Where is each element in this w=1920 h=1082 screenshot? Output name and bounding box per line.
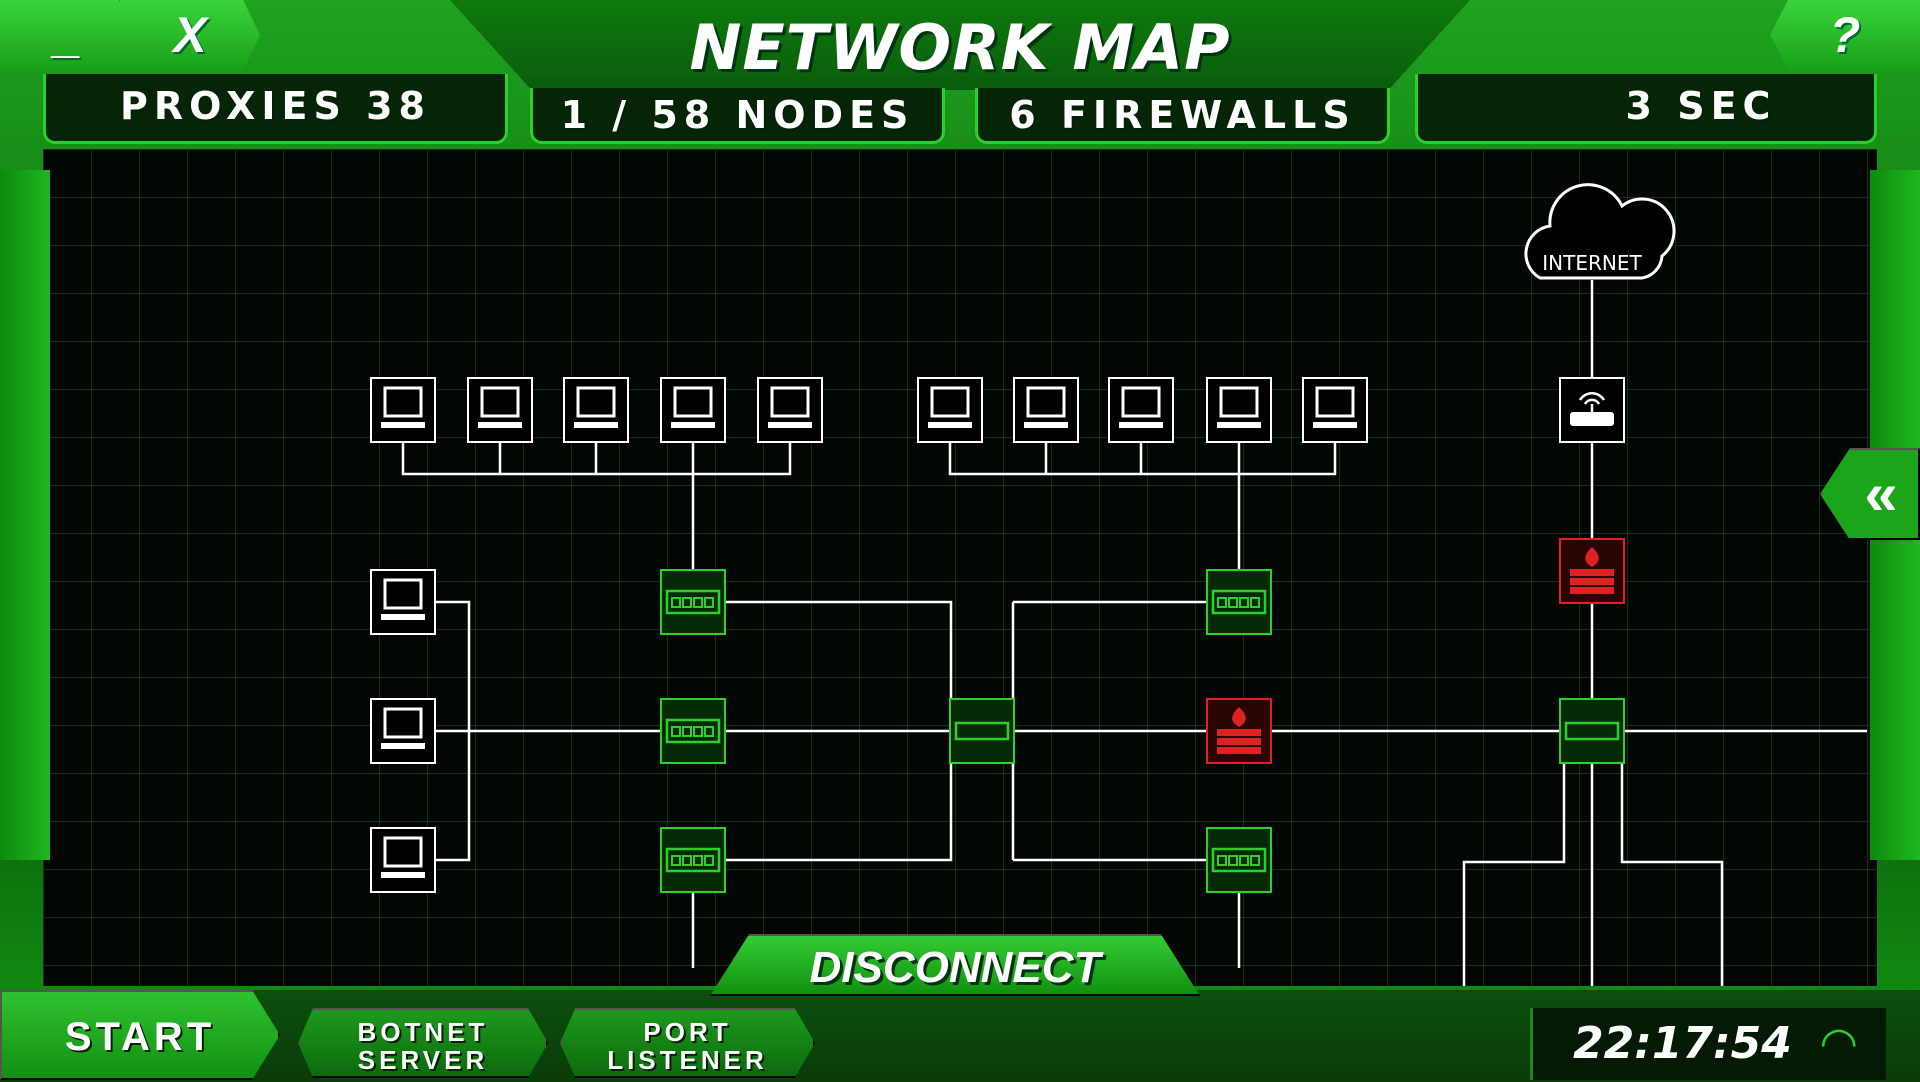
botnet-label-1: BOTNET (357, 1017, 489, 1047)
computer-icon (770, 386, 810, 418)
switch-node[interactable] (660, 827, 726, 893)
firewall-icon (1570, 587, 1614, 594)
computer-node[interactable] (917, 377, 983, 443)
left-side-panel (0, 170, 50, 860)
firewall-icon (1217, 747, 1261, 754)
timer-stat: 3 SEC (1415, 74, 1877, 144)
computer-icon (1026, 386, 1066, 418)
connection-lines (401, 280, 1867, 986)
switch-node[interactable] (660, 698, 726, 764)
proxies-stat: PROXIES 38 (43, 74, 508, 144)
computer-node[interactable] (1108, 377, 1174, 443)
computer-node[interactable] (757, 377, 823, 443)
firewall-node[interactable] (1206, 698, 1272, 764)
firewall-icon (1217, 738, 1261, 745)
internet-cloud[interactable]: INTERNET (1524, 183, 1676, 280)
router-icon (1564, 721, 1620, 741)
router-node[interactable] (1559, 698, 1625, 764)
start-button[interactable]: START (0, 990, 280, 1080)
wifi-icon: ◠ (1821, 1018, 1856, 1069)
router-icon (954, 721, 1010, 741)
computer-icon (576, 386, 616, 418)
page-title: NETWORK MAP (450, 0, 1470, 90)
computer-icon (383, 578, 423, 610)
computer-node[interactable] (1206, 377, 1272, 443)
collapse-panel-button[interactable]: « (1820, 448, 1920, 540)
computer-node[interactable] (467, 377, 533, 443)
computer-icon (930, 386, 970, 418)
computer-node[interactable] (1013, 377, 1079, 443)
port-label-1: PORT (643, 1017, 732, 1047)
switch-node[interactable] (660, 569, 726, 635)
switch-icon (665, 589, 721, 615)
close-button[interactable]: X (120, 0, 260, 70)
switch-node[interactable] (1206, 569, 1272, 635)
switch-icon (665, 718, 721, 744)
computer-node[interactable] (370, 377, 436, 443)
wifi-router-node[interactable] (1559, 377, 1625, 443)
computer-icon (1121, 386, 1161, 418)
computer-node[interactable] (1302, 377, 1368, 443)
nodes-stat: 1 / 58 NODES (530, 88, 945, 144)
firewall-icon (1570, 569, 1614, 576)
help-button[interactable]: ? (1770, 0, 1920, 70)
firewall-icon (1217, 729, 1261, 736)
router-node[interactable] (949, 698, 1015, 764)
computer-icon (383, 386, 423, 418)
computer-icon (1219, 386, 1259, 418)
computer-icon (383, 836, 423, 868)
computer-node[interactable] (660, 377, 726, 443)
computer-node[interactable] (370, 569, 436, 635)
computer-icon (1315, 386, 1355, 418)
switch-icon (1211, 589, 1267, 615)
firewalls-stat: 6 FIREWALLS (975, 88, 1390, 144)
switch-icon (1211, 847, 1267, 873)
firewall-node[interactable] (1559, 538, 1625, 604)
disconnect-button[interactable]: DISCONNECT (710, 934, 1200, 996)
computer-node[interactable] (370, 827, 436, 893)
switch-node[interactable] (1206, 827, 1272, 893)
computer-icon (480, 386, 520, 418)
botnet-label-2: SERVER (357, 1045, 489, 1075)
switch-icon (665, 847, 721, 873)
port-label-2: LISTENER (607, 1045, 768, 1075)
clock-time: 22:17:54 (1573, 1018, 1792, 1069)
firewall-icon (1570, 578, 1614, 585)
minimize-button[interactable]: _ (0, 0, 135, 70)
computer-icon (383, 707, 423, 739)
computer-icon (673, 386, 713, 418)
internet-label: INTERNET (1542, 251, 1642, 275)
computer-node[interactable] (370, 698, 436, 764)
wifi-router-icon (1570, 412, 1614, 426)
clock: 22:17:54 ◠ (1530, 1008, 1886, 1080)
computer-node[interactable] (563, 377, 629, 443)
